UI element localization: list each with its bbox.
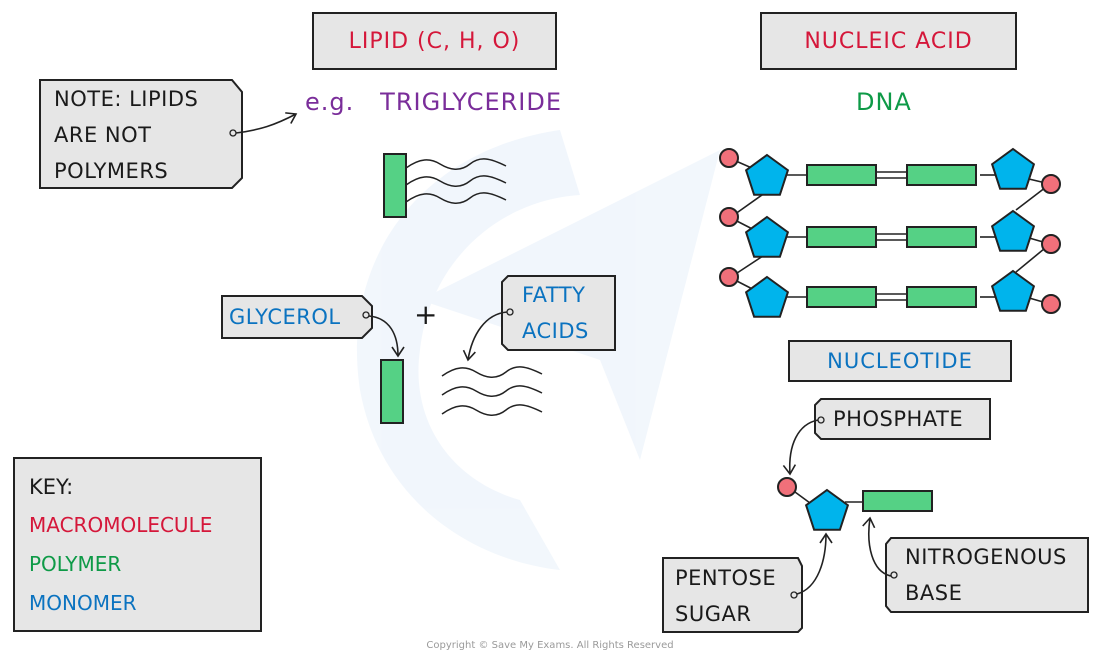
glycerol-block [380,359,404,424]
sugar-pentagon [990,147,1036,190]
glycerol-label: GLYCEROL [229,305,341,329]
nucleic-acid-heading: NUCLEIC ACID [760,12,1017,70]
phosphate-circle [1041,294,1061,314]
note-arrow [235,112,298,134]
base-block [906,226,977,248]
copyright-notice: Copyright © Save My Exams. All Rights Re… [426,640,674,651]
glycerol-arrow [368,315,405,358]
nucleotide-heading-text: NUCLEOTIDE [827,349,973,373]
fatty-acids-label: FATTY ACIDS [522,277,589,349]
key-item-polymer: POLYMER [29,552,122,576]
pentose-line: SUGAR [675,602,752,626]
base-block [906,164,977,186]
tag-hole-icon [790,591,798,599]
sugar-pentagon [744,153,790,196]
phosphate-sugar-bond [794,491,811,504]
nucleotide-molecule [777,477,933,531]
fatty-acids-arrow [462,311,508,362]
note-line: NOTE: LIPIDS [54,87,199,111]
note-line: ARE NOT [54,123,152,147]
nucleotide-heading: NUCLEOTIDE [788,340,1012,382]
sugar-pentagon [990,269,1036,312]
fatty-acids-line: ACIDS [522,319,589,343]
base-line: BASE [905,581,963,605]
sugar-pentagon [744,215,790,258]
pentose-sugar-tag [662,557,803,633]
base-block [862,490,933,512]
base-arrow [862,516,892,577]
key-item-macromolecule: MACROMOLECULE [29,513,213,537]
pentose-line: PENTOSE [675,566,777,590]
base-block [806,164,877,186]
example-name: TRIGLYCERIDE [380,88,563,116]
phosphate-circle [1041,234,1061,254]
tag-hole-icon [890,571,898,579]
base-block [806,226,877,248]
triglyceride-example: e.g. TRIGLYCERIDE [305,88,562,116]
note-line: POLYMERS [54,159,169,183]
nitrogenous-base-label: NITROGENOUS BASE [905,539,1067,611]
phosphate-circle [1041,174,1061,194]
plus-sign: + [414,298,438,331]
nucleic-acid-heading-text: NUCLEIC ACID [804,28,973,54]
phosphate-label: PHOSPHATE [833,407,964,431]
fatty-acid-chains [441,366,543,416]
lipid-heading: LIPID (C, H, O) [312,12,557,70]
note-tag [39,79,243,189]
example-prefix: e.g. [305,88,355,116]
sugar-pentagon [990,209,1036,252]
nitrogenous-base-tag [885,537,1089,613]
phosphate-arrow [782,419,819,476]
sugar-pentagon [744,275,790,318]
base-block [906,286,977,308]
phosphate-tag [814,398,991,440]
phosphate-circle [719,207,739,227]
dna-molecule [719,147,1061,318]
glycerol-tag [221,295,373,339]
fatty-acids-line: FATTY [522,283,586,307]
phosphate-circle [719,148,739,168]
phosphate-circle [777,477,797,497]
tag-hole-icon [362,311,370,319]
lipid-heading-text: LIPID (C, H, O) [348,28,521,54]
base-block [806,286,877,308]
key-box: KEY: MACROMOLECULE POLYMER MONOMER [13,457,262,632]
sugar-pentagon [804,488,850,531]
dna-label: DNA [856,88,912,116]
phosphate-circle [719,267,739,287]
fatty-acids-tag [501,275,616,351]
key-item-monomer: MONOMER [29,591,137,615]
pentose-sugar-label: PENTOSE SUGAR [675,560,776,632]
pentose-arrow [796,532,833,595]
triglyceride-glycerol-block [383,153,407,218]
note-text: NOTE: LIPIDS ARE NOT POLYMERS [54,81,198,189]
base-line: NITROGENOUS [905,545,1067,569]
key-title: KEY: [29,475,74,499]
triglyceride-fatty-acid-chains [405,158,507,204]
